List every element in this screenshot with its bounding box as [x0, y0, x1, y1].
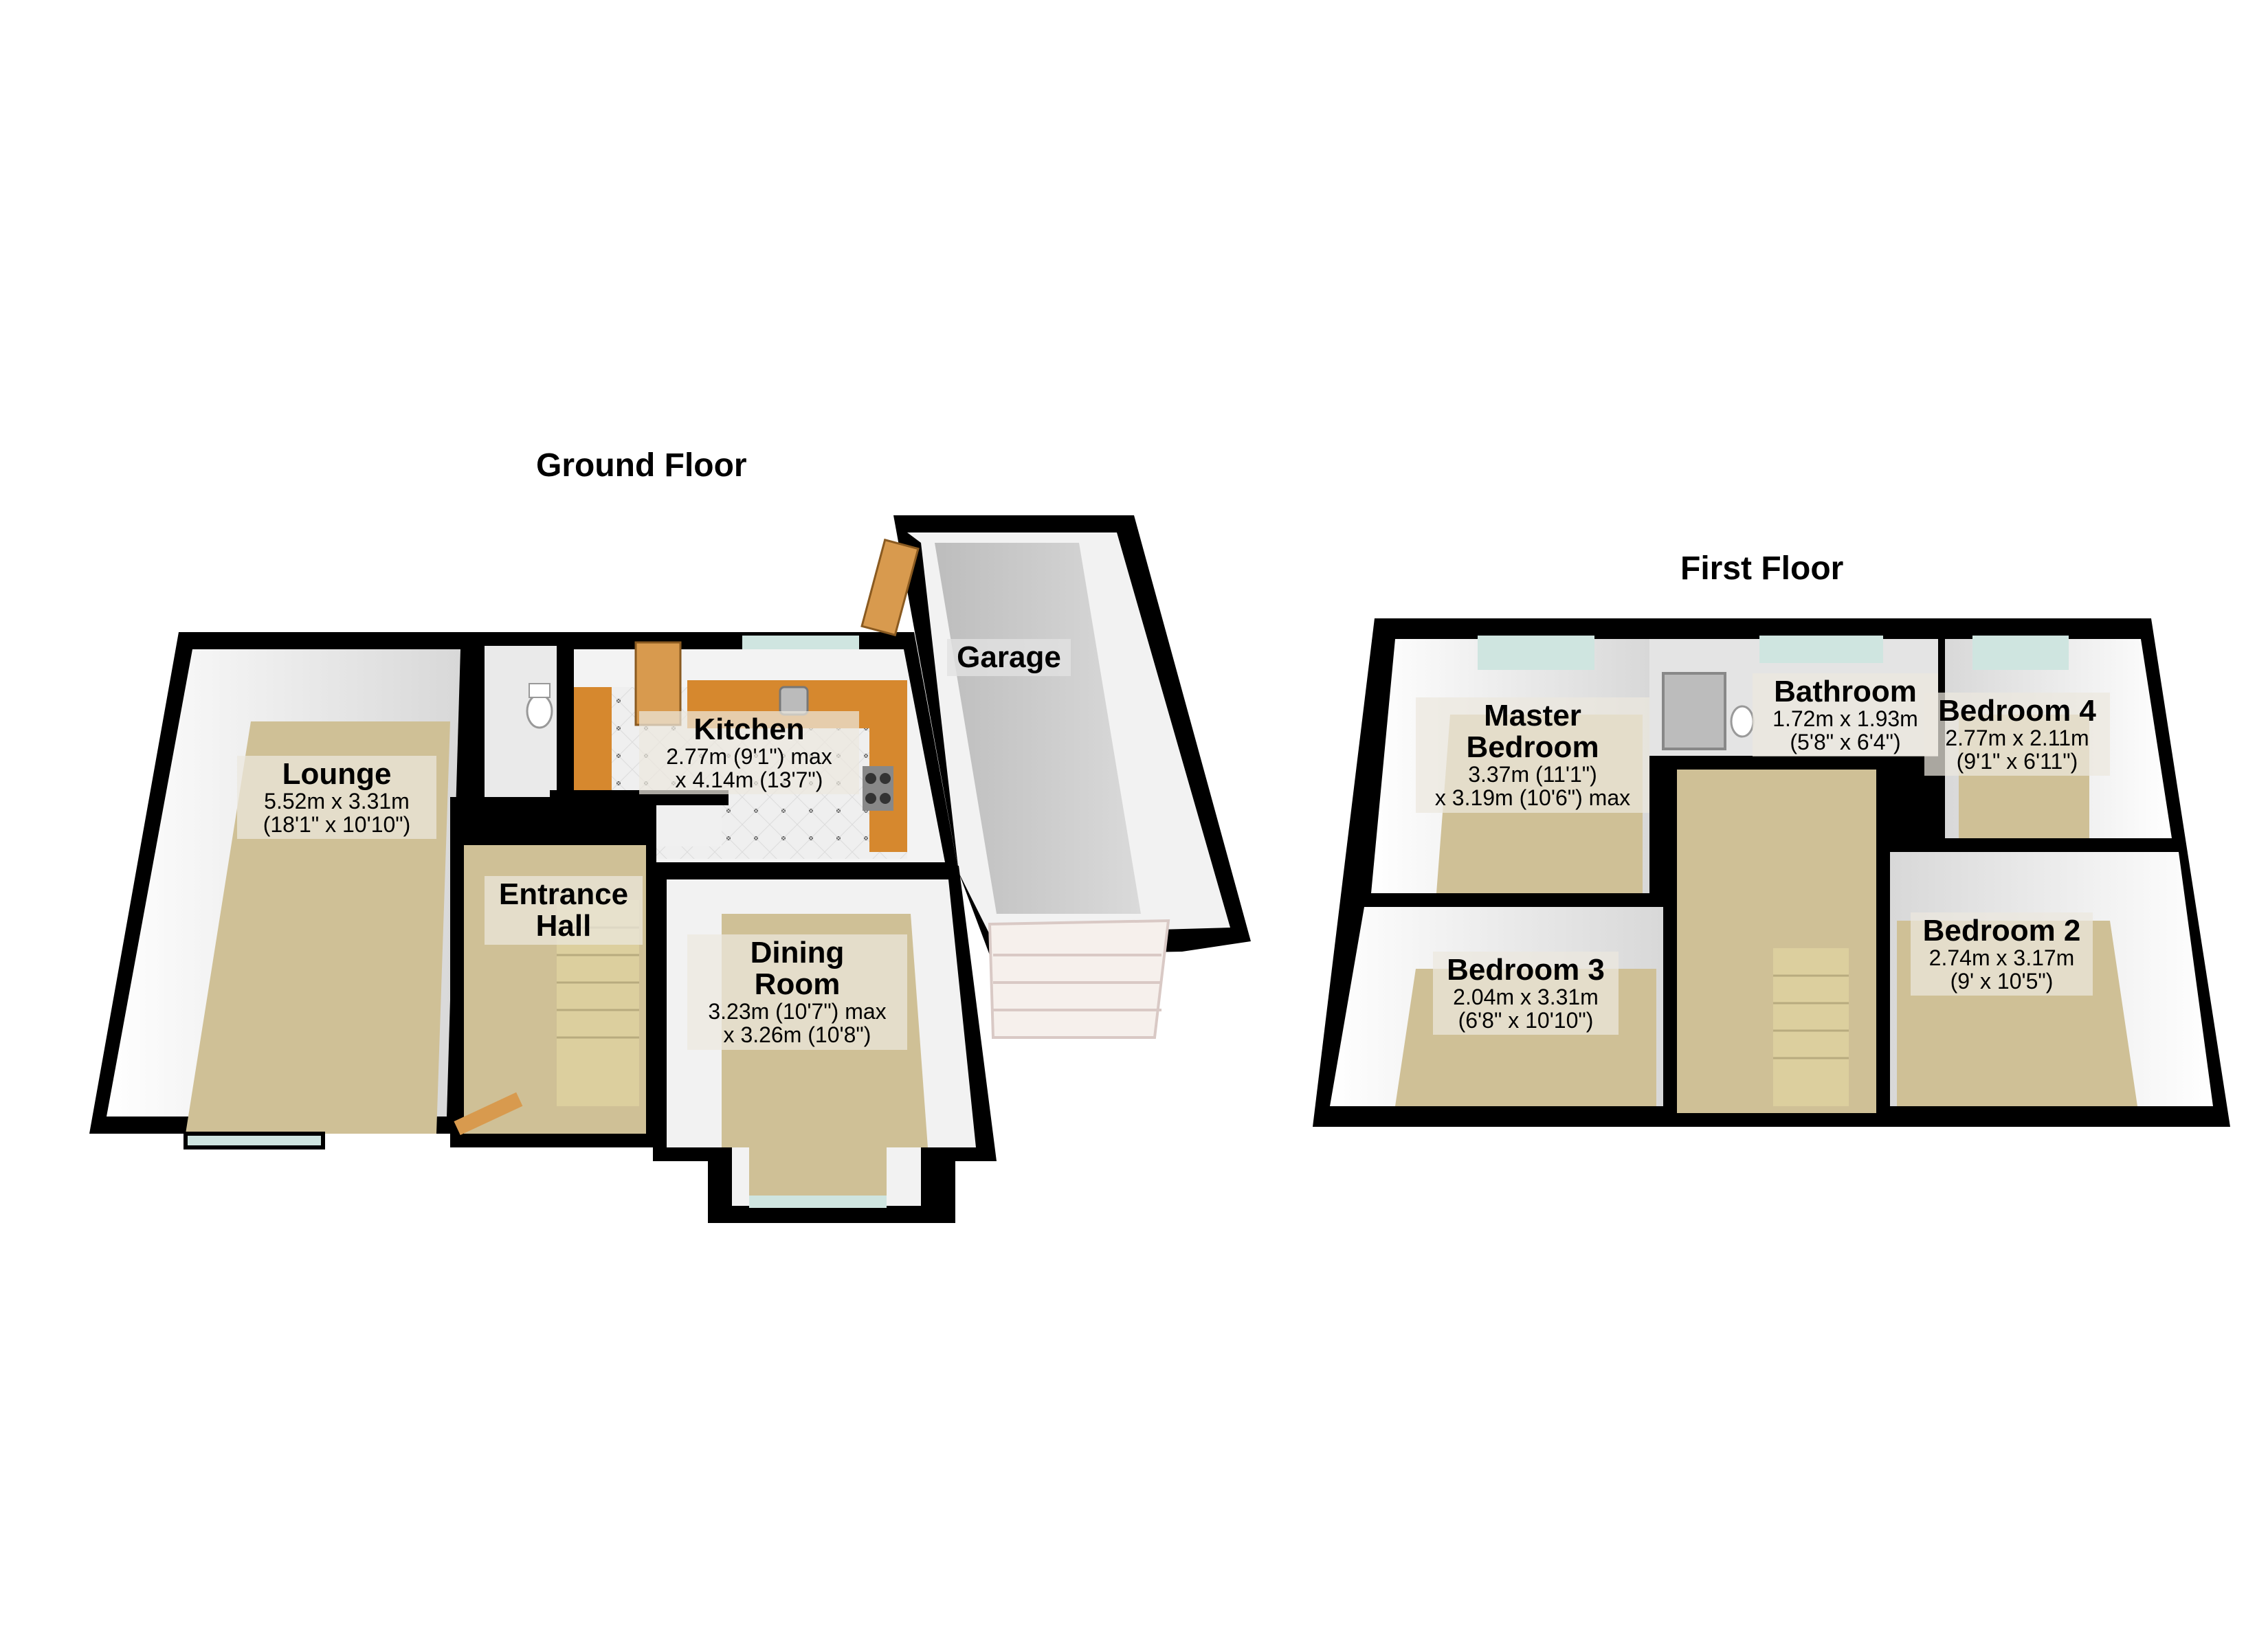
- room-dimensions-imperial: x 3.19m (10'6") max: [1434, 785, 1631, 810]
- room-dimensions-metric: 2.77m x 2.11m: [1945, 726, 2089, 751]
- room-name: Dining: [750, 936, 845, 969]
- sink-icon: [779, 686, 809, 716]
- room-dimensions-imperial: (18'1" x 10'10"): [263, 811, 411, 837]
- room-dimensions-imperial: (5'8" x 6'4"): [1790, 729, 1901, 754]
- lounge-label: Lounge 5.52m x 3.31m (18'1" x 10'10"): [237, 756, 436, 840]
- front-door: [454, 1092, 523, 1136]
- room-dimensions-imperial: (9'1" x 6'11"): [1956, 748, 2078, 774]
- room-dimensions-metric: 3.37m (11'1"): [1468, 762, 1597, 787]
- ground-floor-plan: [89, 515, 1251, 1223]
- dining-bay-window: [749, 1196, 887, 1208]
- bedroom-4-label: Bedroom 4 2.77m x 2.11m (9'1" x 6'11"): [1924, 693, 2110, 776]
- first-floor-staircase: [1773, 948, 1849, 1106]
- garage-side-door: [860, 538, 920, 637]
- room-name-line2: Hall: [535, 909, 592, 943]
- lounge-window: [184, 1132, 325, 1149]
- room-name: Garage: [957, 640, 1061, 674]
- lounge-room: [89, 632, 474, 1134]
- master-bedroom-label: Master Bedroom 3.37m (11'1") x 3.19m (10…: [1416, 697, 1649, 813]
- landing: [1677, 770, 1876, 1113]
- room-name-line2: Bedroom: [1466, 730, 1599, 765]
- room-dimensions-imperial: (6'8" x 10'10"): [1458, 1007, 1594, 1033]
- room-name: Entrance: [498, 877, 629, 911]
- room-dimensions-metric: 2.77m (9'1") max: [666, 744, 832, 770]
- bathroom-window: [1759, 636, 1883, 663]
- room-dimensions-metric: 3.23m (10'7") max: [708, 999, 887, 1024]
- room-name: Master: [1484, 699, 1581, 732]
- ground-floor-title: Ground Floor: [536, 447, 747, 484]
- toilet-icon: [1730, 705, 1755, 738]
- room-dimensions-metric: 5.52m x 3.31m: [264, 789, 410, 814]
- room-dimensions-metric: 2.74m x 3.17m: [1928, 945, 2075, 971]
- room-name: Bathroom: [1774, 675, 1917, 708]
- room-dimensions-imperial: x 4.14m (13'7"): [675, 767, 823, 792]
- room-name: Kitchen: [693, 713, 805, 746]
- kitchen-label: Kitchen 2.77m (9'1") max x 4.14m (13'7"): [639, 711, 859, 795]
- room-dimensions-metric: 1.72m x 1.93m: [1772, 706, 1918, 732]
- master-bedroom-window: [1478, 636, 1594, 670]
- room-dimensions-metric: 2.04m x 3.31m: [1453, 985, 1599, 1010]
- entrance-hall-label: Entrance Hall: [485, 876, 643, 945]
- shower-icon: [1662, 672, 1726, 750]
- wc-room: [474, 632, 564, 797]
- garage-room: [860, 515, 1251, 1039]
- room-name: Bedroom 3: [1447, 953, 1605, 987]
- first-floor-title: First Floor: [1680, 550, 1844, 587]
- bedroom-2-label: Bedroom 2 2.74m x 3.17m (9' x 10'5"): [1911, 912, 2093, 996]
- garage-door: [988, 919, 1170, 1039]
- kitchen-window: [742, 636, 859, 649]
- entrance-hall: [450, 797, 656, 1147]
- room-dimensions-imperial: (9' x 10'5"): [1950, 968, 2054, 994]
- room-name: Bedroom 4: [1938, 694, 2096, 728]
- room-name-line2: Room: [754, 967, 841, 1002]
- dining-room-label: Dining Room 3.23m (10'7") max x 3.26m (1…: [687, 934, 907, 1050]
- bedroom-4-window: [1972, 636, 2069, 670]
- bedroom-3-label: Bedroom 3 2.04m x 3.31m (6'8" x 10'10"): [1433, 952, 1619, 1035]
- room-dimensions-imperial: x 3.26m (10'8"): [723, 1022, 871, 1047]
- toilet-icon: [526, 693, 553, 729]
- bathroom-label: Bathroom 1.72m x 1.93m (5'8" x 6'4"): [1753, 673, 1938, 757]
- garage-label: Garage: [947, 639, 1071, 677]
- kitchen-worktop-left: [574, 687, 612, 790]
- room-name: Bedroom 2: [1922, 914, 2081, 947]
- hob-icon: [863, 766, 893, 811]
- room-name: Lounge: [282, 757, 392, 791]
